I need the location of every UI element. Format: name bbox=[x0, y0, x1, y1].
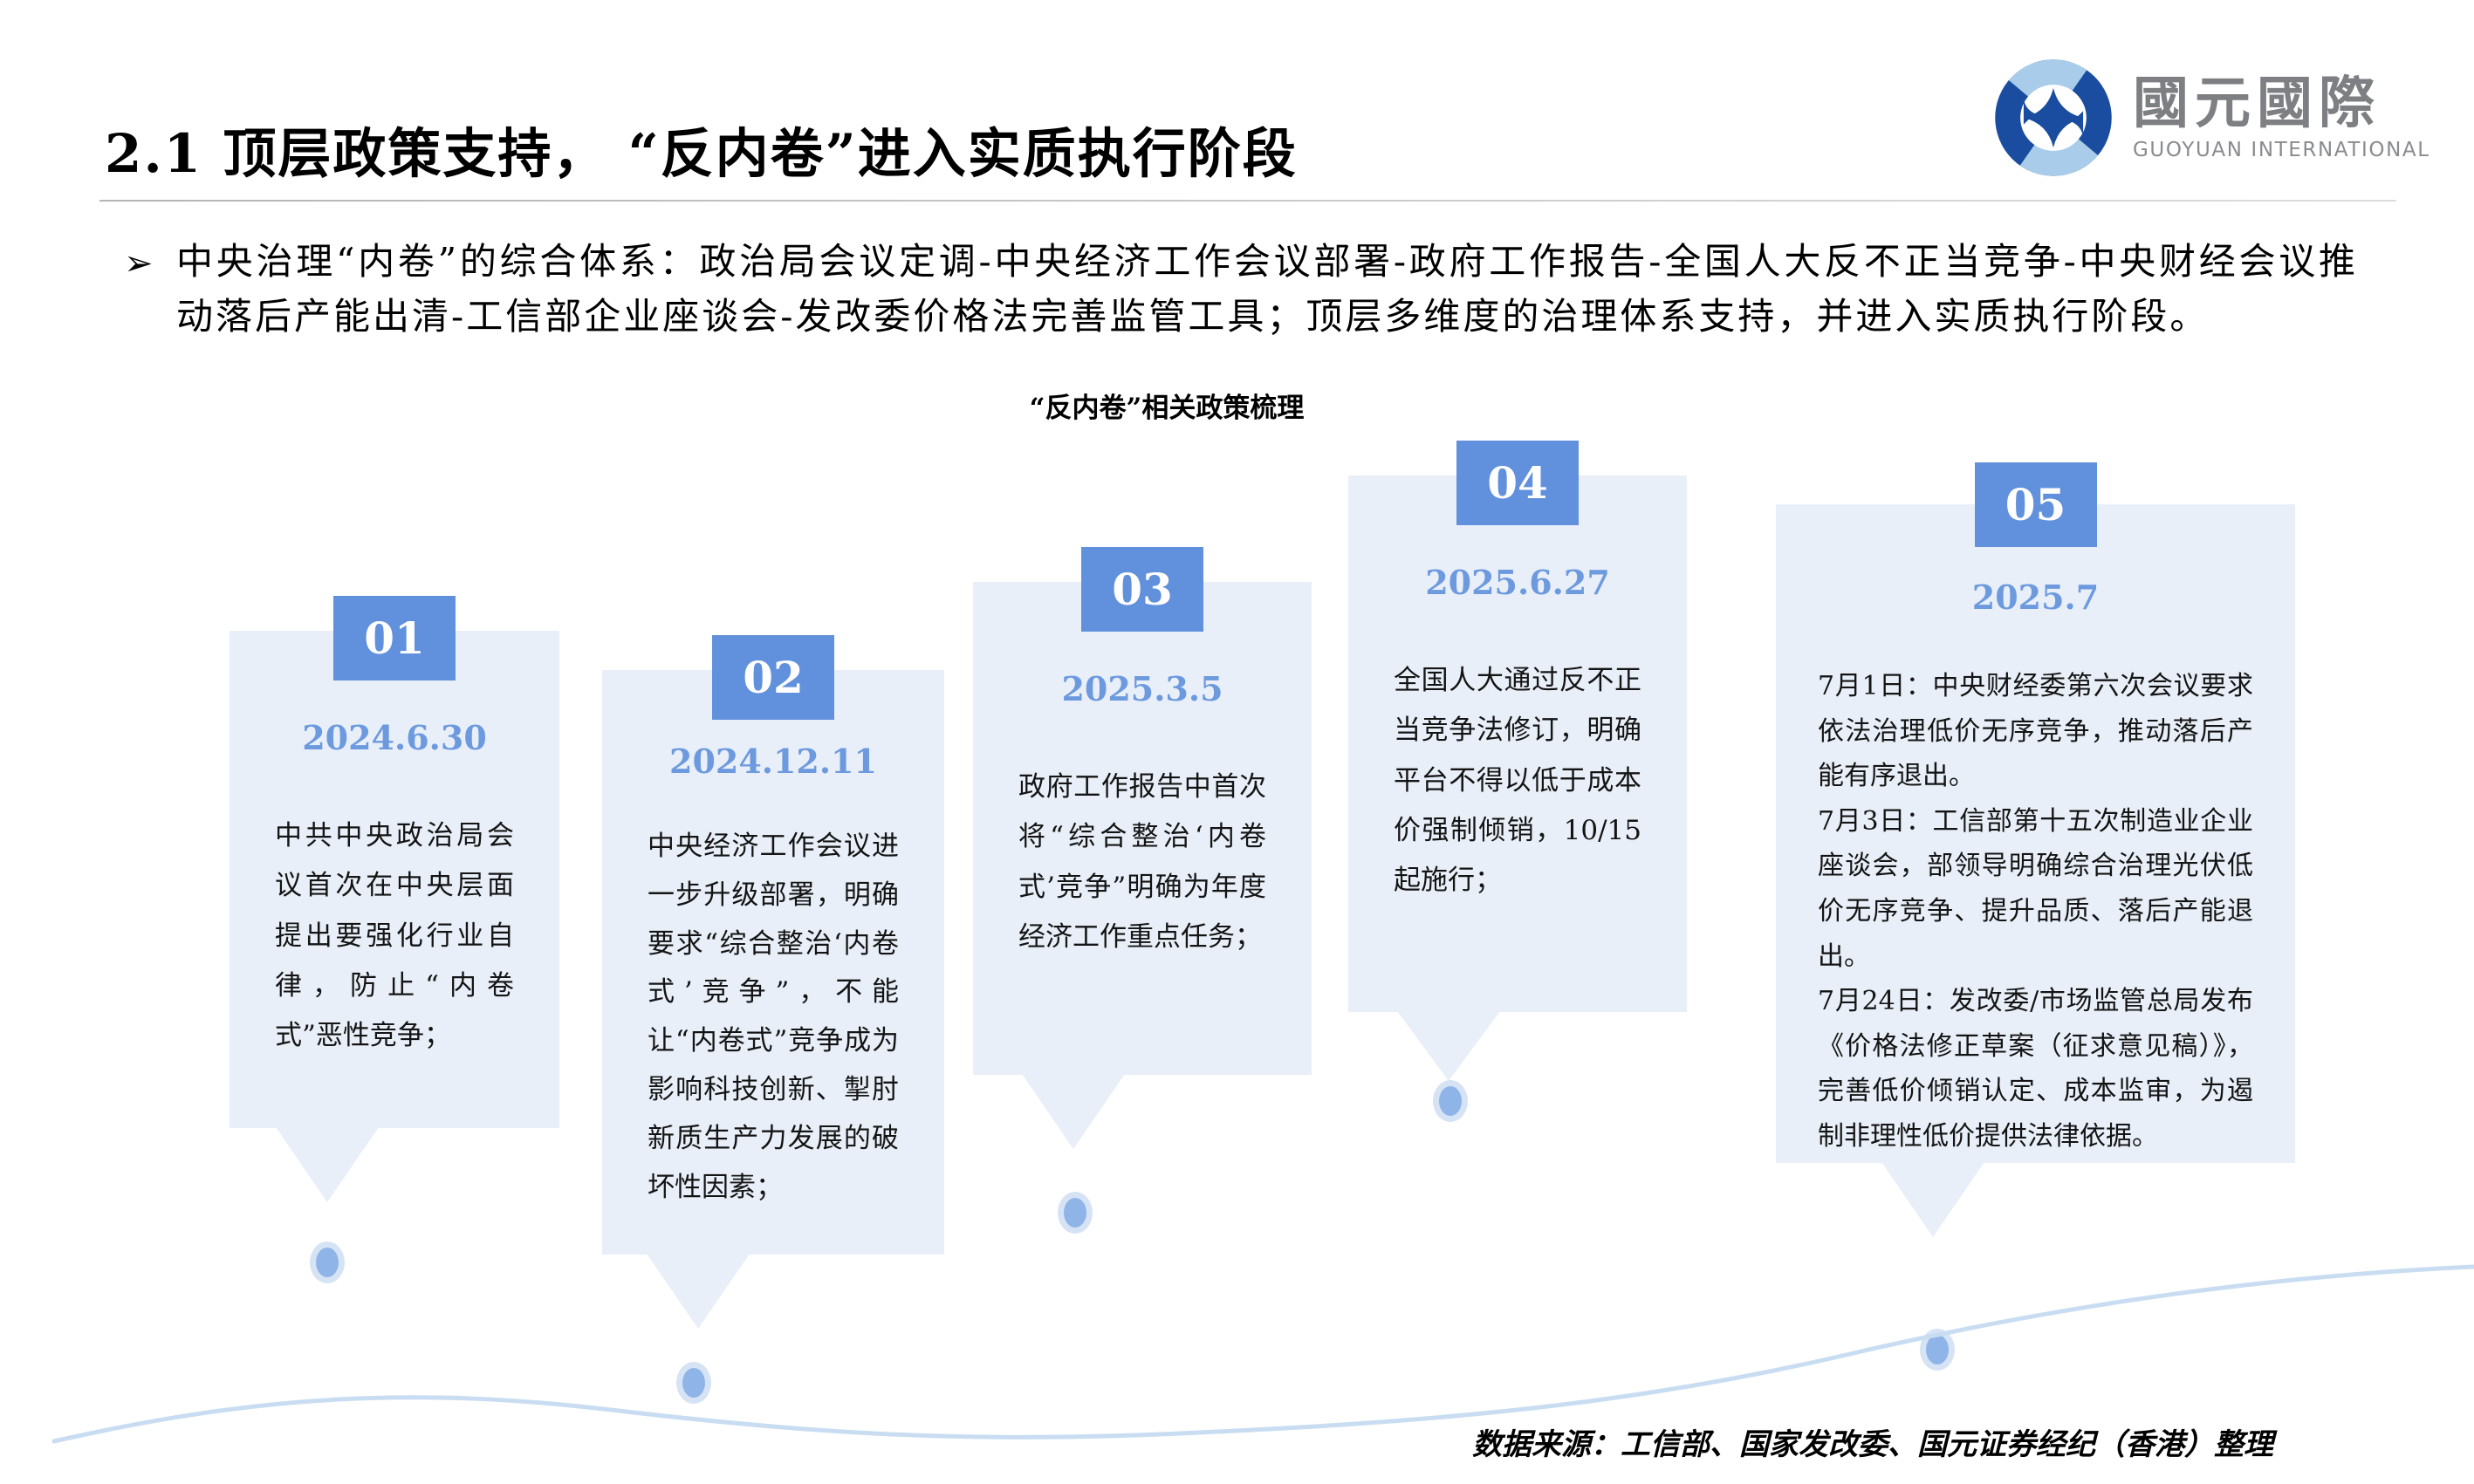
figure-title: “反内卷”相关政策梳理 bbox=[1029, 393, 1305, 424]
page-title: 2.1 顶层政策支持， “反内卷”进入实质执行阶段 bbox=[105, 123, 1298, 185]
company-logo: 國元國際 GUOYUAN INTERNATIONAL bbox=[1991, 56, 2430, 180]
timeline-dot bbox=[676, 1362, 711, 1404]
timeline-dot bbox=[1058, 1192, 1093, 1234]
milestone-text: 政府工作报告中首次将“综合整治‘内卷式’竞争”明确为年度经济工作重点任务； bbox=[1018, 771, 1266, 954]
milestone-text-line: 7月3日：工信部第十五次制造业企业座谈会，部领导明确综合治理光伏低价无序竞争、提… bbox=[1818, 805, 2253, 972]
milestone-text: 中共中央政治局会议首次在中央层面提出要强化行业自律，防止“内卷式”恶性竞争； bbox=[275, 820, 514, 1052]
milestone-text: 7月1日：中央财经委第六次会议要求依法治理低价无序竞争，推动落后产能有序退出。 … bbox=[1818, 664, 2253, 1159]
timeline-card-01: 01 2024.6.30 中共中央政治局会议首次在中央层面提出要强化行业自律，防… bbox=[230, 596, 559, 1202]
logo-wordmark: 國元國際 GUOYUAN INTERNATIONAL bbox=[2133, 76, 2430, 161]
step-number-badge: 05 bbox=[1974, 462, 2097, 547]
milestone-date: 2025.6.27 bbox=[1425, 563, 1610, 602]
step-number-badge: 04 bbox=[1456, 441, 1579, 525]
timeline-card-02: 02 2024.12.11 中央经济工作会议进一步升级部署，明确要求“综合整治‘… bbox=[602, 635, 944, 1329]
step-number-badge: 03 bbox=[1081, 547, 1203, 632]
milestone-text: 中央经济工作会议进一步升级部署，明确要求“综合整治‘内卷式’竞争”，不能让“内卷… bbox=[648, 831, 899, 1203]
timeline-card-05: 05 2025.7 7月1日：中央财经委第六次会议要求依法治理低价无序竞争，推动… bbox=[1776, 462, 2295, 1237]
summary-bullet: ➢ 中央治理“内卷”的综合体系：政治局会议定调-中央经济工作会议部署-政府工作报… bbox=[124, 234, 2358, 344]
milestone-date: 2025.7 bbox=[1971, 578, 2100, 617]
summary-text: 中央治理“内卷”的综合体系：政治局会议定调-中央经济工作会议部署-政府工作报告-… bbox=[176, 240, 2358, 338]
logo-en-text: GUOYUAN INTERNATIONAL bbox=[2133, 138, 2430, 161]
card-pointer bbox=[276, 1127, 379, 1202]
milestone-text-line: 7月1日：中央财经委第六次会议要求依法治理低价无序竞争，推动落后产能有序退出。 bbox=[1818, 671, 2253, 792]
arrow-bullet-icon: ➢ bbox=[124, 243, 154, 284]
timeline-card-03: 03 2025.3.5 政府工作报告中首次将“综合整治‘内卷式’竞争”明确为年度… bbox=[973, 547, 1312, 1149]
timeline-dot bbox=[1433, 1080, 1468, 1122]
milestone-date: 2025.3.5 bbox=[1061, 669, 1223, 708]
milestone-text-line: 7月24日：发改委/市场监管总局发布《价格法修正草案（征求意见稿）》，完善低价倾… bbox=[1818, 986, 2253, 1152]
card-pointer bbox=[647, 1254, 750, 1329]
card-pointer bbox=[1881, 1162, 1984, 1237]
title-divider bbox=[99, 200, 2396, 202]
step-number-badge: 02 bbox=[712, 635, 834, 720]
guoyuan-logo-icon bbox=[1995, 59, 2112, 176]
timeline-card-04: 04 2025.6.27 全国人大通过反不正当竞争法修订，明确平台不得以低于成本… bbox=[1348, 441, 1687, 1081]
card-pointer bbox=[1397, 1011, 1500, 1081]
card-pointer bbox=[1022, 1074, 1125, 1149]
milestone-date: 2024.12.11 bbox=[669, 742, 877, 781]
milestone-date: 2024.6.30 bbox=[302, 718, 487, 757]
logo-cn-text: 國元國際 bbox=[2133, 71, 2381, 136]
timeline-dot bbox=[1920, 1329, 1955, 1371]
data-source-note: 数据来源：工信部、国家发改委、国元证券经纪（香港）整理 bbox=[1472, 1427, 2273, 1462]
step-number-badge: 01 bbox=[333, 596, 456, 680]
milestone-text: 全国人大通过反不正当竞争法修订，明确平台不得以低于成本价强制倾销，10/15起施… bbox=[1394, 665, 1641, 897]
timeline-dot bbox=[310, 1241, 345, 1283]
